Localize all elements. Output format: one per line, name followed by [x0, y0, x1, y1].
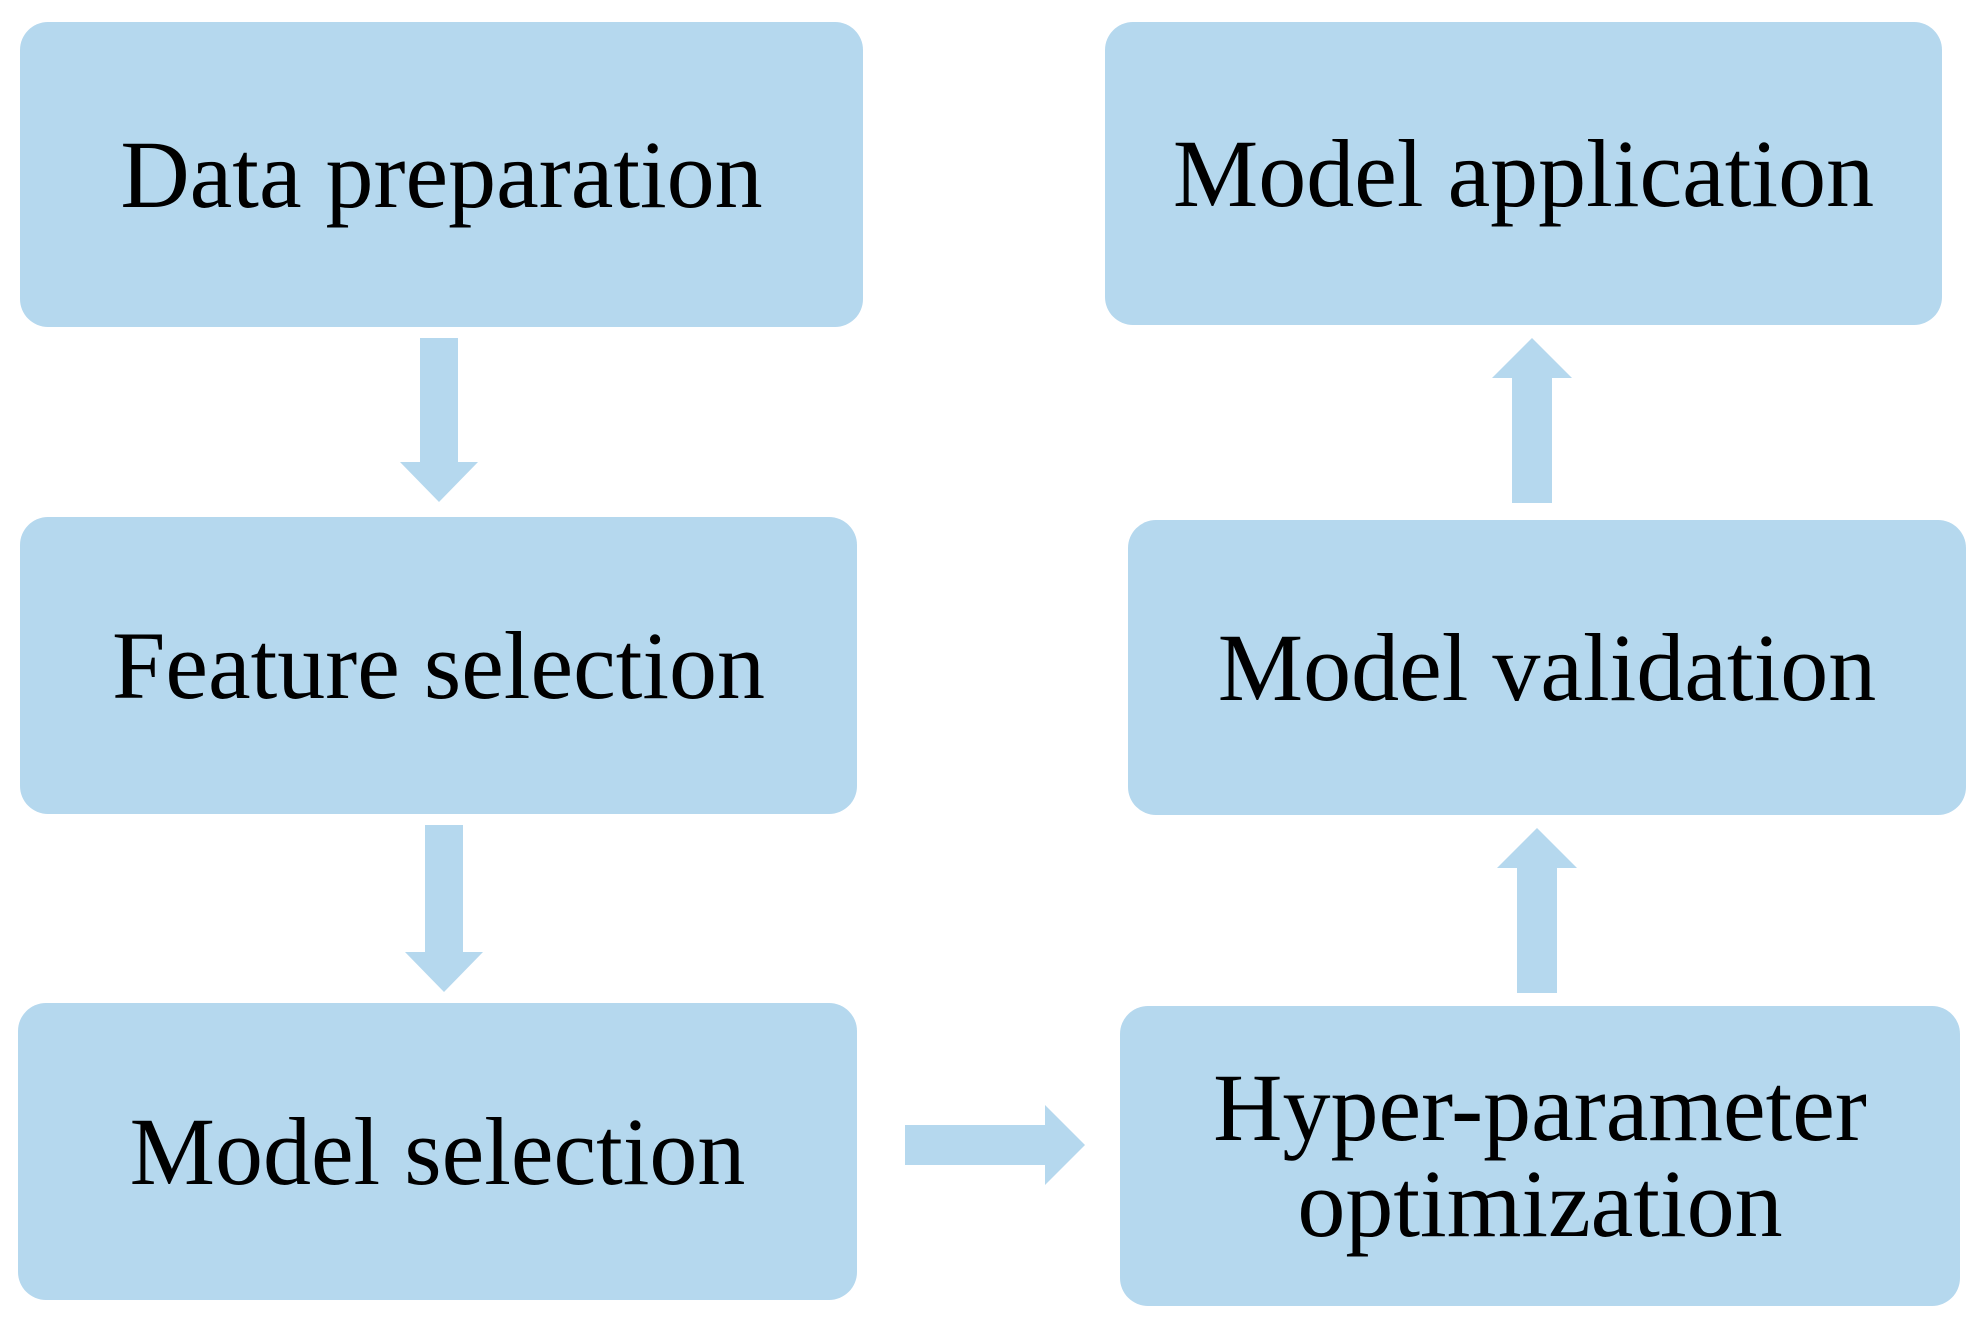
- step-label: Model application: [1172, 119, 1875, 227]
- arrow-down-1: [400, 338, 478, 502]
- step-hyperparameter-optimization: Hyper-parameter optimization: [1120, 1006, 1960, 1306]
- step-label-line-2: optimization: [1297, 1150, 1783, 1257]
- step-model-application: Model application: [1105, 22, 1942, 325]
- step-model-selection: Model selection: [18, 1003, 857, 1300]
- step-model-validation: Model validation: [1128, 520, 1966, 815]
- arrow-up-1: [1497, 828, 1577, 993]
- arrow-right: [905, 1105, 1085, 1185]
- arrow-down-2: [405, 825, 483, 992]
- step-label-line-1: Hyper-parameter: [1213, 1054, 1867, 1161]
- step-label: Data preparation: [120, 120, 763, 228]
- step-label: Model validation: [1217, 613, 1877, 721]
- step-feature-selection: Feature selection: [20, 517, 857, 814]
- step-label: Feature selection: [111, 611, 766, 719]
- step-data-preparation: Data preparation: [20, 22, 863, 327]
- step-label: Model selection: [129, 1097, 746, 1205]
- arrow-up-2: [1492, 338, 1572, 503]
